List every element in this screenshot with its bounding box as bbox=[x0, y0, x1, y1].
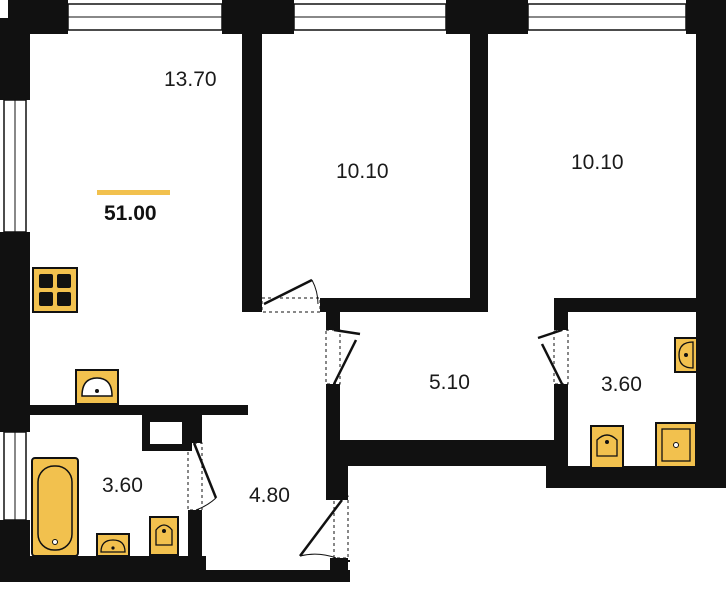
room-area-bedroom-2: 10.10 bbox=[571, 151, 624, 174]
walls bbox=[0, 0, 726, 582]
sink-icon bbox=[674, 337, 698, 373]
total-area-label: 51.00 bbox=[104, 202, 157, 225]
door-entrance bbox=[299, 495, 349, 559]
toilet-icon bbox=[590, 425, 624, 469]
room-area-entrance: 4.80 bbox=[249, 484, 290, 507]
shower-icon bbox=[655, 422, 697, 468]
total-area-bar bbox=[97, 190, 170, 195]
room-area-hallway: 5.10 bbox=[429, 371, 470, 394]
door-bedroom-1 bbox=[261, 278, 321, 313]
room-area-kitchen-living: 13.70 bbox=[164, 68, 217, 91]
room-area-bathroom-right: 3.60 bbox=[601, 373, 642, 396]
door-bathroom-right bbox=[537, 328, 569, 385]
stove-icon bbox=[32, 267, 78, 313]
bathtub-icon bbox=[31, 457, 79, 557]
sink-icon bbox=[96, 533, 130, 557]
sink-icon bbox=[75, 369, 119, 405]
room-area-bedroom-1: 10.10 bbox=[336, 160, 389, 183]
room-area-bathroom-left: 3.60 bbox=[102, 474, 143, 497]
toilet-icon bbox=[149, 516, 179, 556]
door-hallway-left bbox=[325, 328, 361, 385]
windows bbox=[3, 3, 687, 521]
door-bathroom-left bbox=[187, 442, 218, 511]
doors bbox=[187, 278, 569, 559]
